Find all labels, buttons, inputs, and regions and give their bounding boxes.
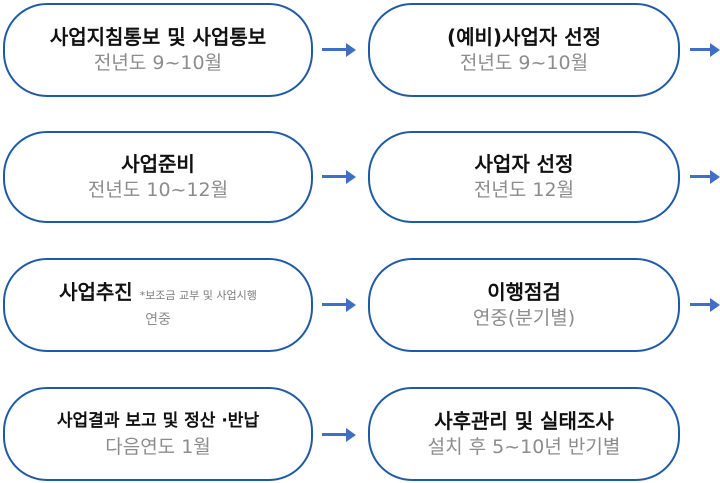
step-period: 전년도 9~10월 [459, 52, 589, 74]
arrow-right-icon [322, 170, 356, 184]
step-title-text: 사업추진 [59, 280, 133, 304]
step-operator-selection: 사업자 선정 전년도 12월 [368, 131, 680, 223]
step-compliance-inspection: 이행점검 연중(분기별) [368, 258, 680, 352]
arrow-right-icon [322, 298, 356, 312]
step-period: 연중(분기별) [472, 307, 576, 329]
step-period: 전년도 10~12월 [87, 179, 229, 201]
step-note: *보조금 교부 및 사업시행 [139, 289, 257, 302]
step-title: 사업결과 보고 및 정산 ·반납 [56, 411, 260, 431]
step-follow-up-management: 사후관리 및 실태조사 설치 후 5~10년 반기별 [368, 387, 680, 481]
step-title: (예비)사업자 선정 [446, 25, 602, 49]
step-title: 이행점검 [487, 280, 561, 304]
step-preliminary-operator-selection: (예비)사업자 선정 전년도 9~10월 [368, 3, 680, 97]
arrow-right-icon [690, 43, 720, 57]
step-title: 사후관리 및 실태조사 [434, 409, 614, 433]
step-period: 다음연도 1월 [105, 436, 211, 458]
arrow-right-icon [690, 170, 720, 184]
step-title: 사업자 선정 [474, 152, 574, 176]
step-period: 설치 후 5~10년 반기별 [427, 436, 621, 458]
step-period: 전년도 12월 [473, 179, 575, 201]
step-business-guideline-notice: 사업지침통보 및 사업통보 전년도 9~10월 [3, 3, 313, 97]
step-title: 사업준비 [121, 152, 195, 176]
arrow-right-icon [322, 428, 356, 442]
arrow-right-icon [690, 298, 720, 312]
arrow-right-icon [322, 43, 356, 57]
step-title: 사업지침통보 및 사업통보 [49, 25, 267, 49]
step-period: 연중 [145, 312, 171, 328]
step-result-report-settlement: 사업결과 보고 및 정산 ·반납 다음연도 1월 [3, 387, 313, 481]
step-business-execution: 사업추진 *보조금 교부 및 사업시행 연중 [3, 258, 313, 352]
step-period: 전년도 9~10월 [93, 52, 223, 74]
step-business-preparation: 사업준비 전년도 10~12월 [3, 131, 313, 223]
step-title: 사업추진 *보조금 교부 및 사업시행 [59, 279, 257, 309]
